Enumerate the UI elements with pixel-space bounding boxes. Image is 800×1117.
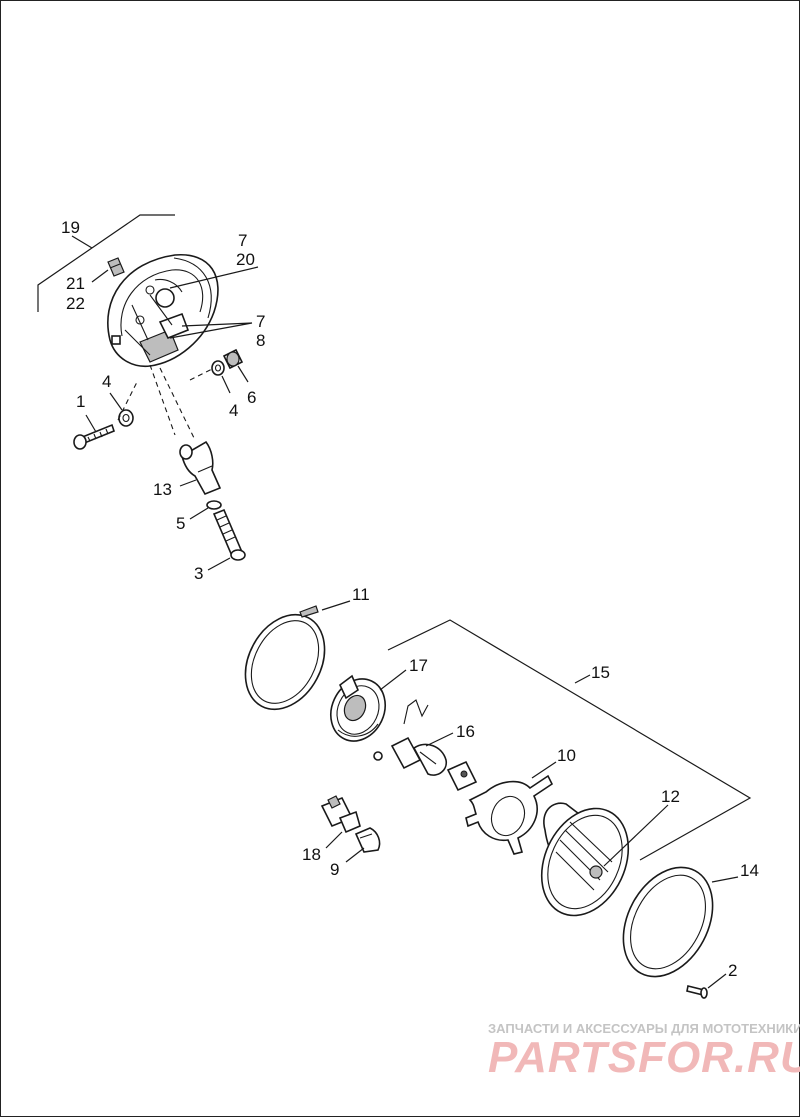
callout-8: 8 xyxy=(256,331,265,350)
callout-10: 10 xyxy=(557,746,576,765)
callout-7-mid: 7 xyxy=(256,312,265,331)
lockwasher-5 xyxy=(206,500,222,510)
nut-6 xyxy=(222,348,244,370)
watermark: ЗАПЧАСТИ И АКСЕССУАРЫ ДЛЯ МОТОТЕХНИКИ PA… xyxy=(488,1021,800,1082)
callout-14: 14 xyxy=(740,861,759,880)
retaining-ring-10 xyxy=(465,774,554,855)
bracket-15 xyxy=(387,619,752,861)
callout-2: 2 xyxy=(728,961,737,980)
callout-4-right: 4 xyxy=(229,401,238,420)
callout-15: 15 xyxy=(591,663,610,682)
callout-16: 16 xyxy=(456,722,475,741)
bulb-16 xyxy=(373,736,448,776)
trim-ring-14 xyxy=(622,866,714,978)
callout-18: 18 xyxy=(302,845,321,864)
callout-1: 1 xyxy=(76,392,85,411)
bracket-19 xyxy=(37,214,175,312)
callout-22: 22 xyxy=(66,294,85,313)
bolt-1 xyxy=(73,423,115,450)
spring-clip xyxy=(403,699,429,725)
mount-bracket-13 xyxy=(179,440,222,496)
socket-18 xyxy=(320,795,361,834)
callout-12: 12 xyxy=(661,787,680,806)
clip-21-22 xyxy=(107,257,125,277)
callout-labels: 19 7 20 21 22 7 8 4 1 6 4 13 5 3 11 17 1… xyxy=(61,218,759,980)
callout-6: 6 xyxy=(247,388,256,407)
screw-2 xyxy=(686,985,708,999)
callout-5: 5 xyxy=(176,514,185,533)
washer-4-left xyxy=(118,409,134,427)
socket-housing-17 xyxy=(330,674,386,742)
callout-19: 19 xyxy=(61,218,80,237)
leader-lines xyxy=(85,266,739,989)
callout-11: 11 xyxy=(352,585,370,604)
callout-13: 13 xyxy=(153,480,172,499)
callout-9: 9 xyxy=(330,860,339,879)
callout-21: 21 xyxy=(66,274,85,293)
bulb-9 xyxy=(354,827,381,853)
washer-4-right xyxy=(211,360,225,376)
callout-3: 3 xyxy=(194,564,203,583)
gasket-ring-11 xyxy=(244,605,326,711)
bulb-connector xyxy=(446,760,478,792)
bolt-3 xyxy=(212,508,246,561)
callout-7-top: 7 xyxy=(238,231,247,250)
callout-4-left: 4 xyxy=(102,372,111,391)
watermark-logo: PARTSFOR.RU xyxy=(488,1033,800,1082)
sealed-beam-unit-12 xyxy=(540,802,630,917)
watermark-tagline: ЗАПЧАСТИ И АКСЕССУАРЫ ДЛЯ МОТОТЕХНИКИ xyxy=(488,1021,800,1036)
callout-17: 17 xyxy=(409,656,428,675)
callout-20: 20 xyxy=(236,250,255,269)
